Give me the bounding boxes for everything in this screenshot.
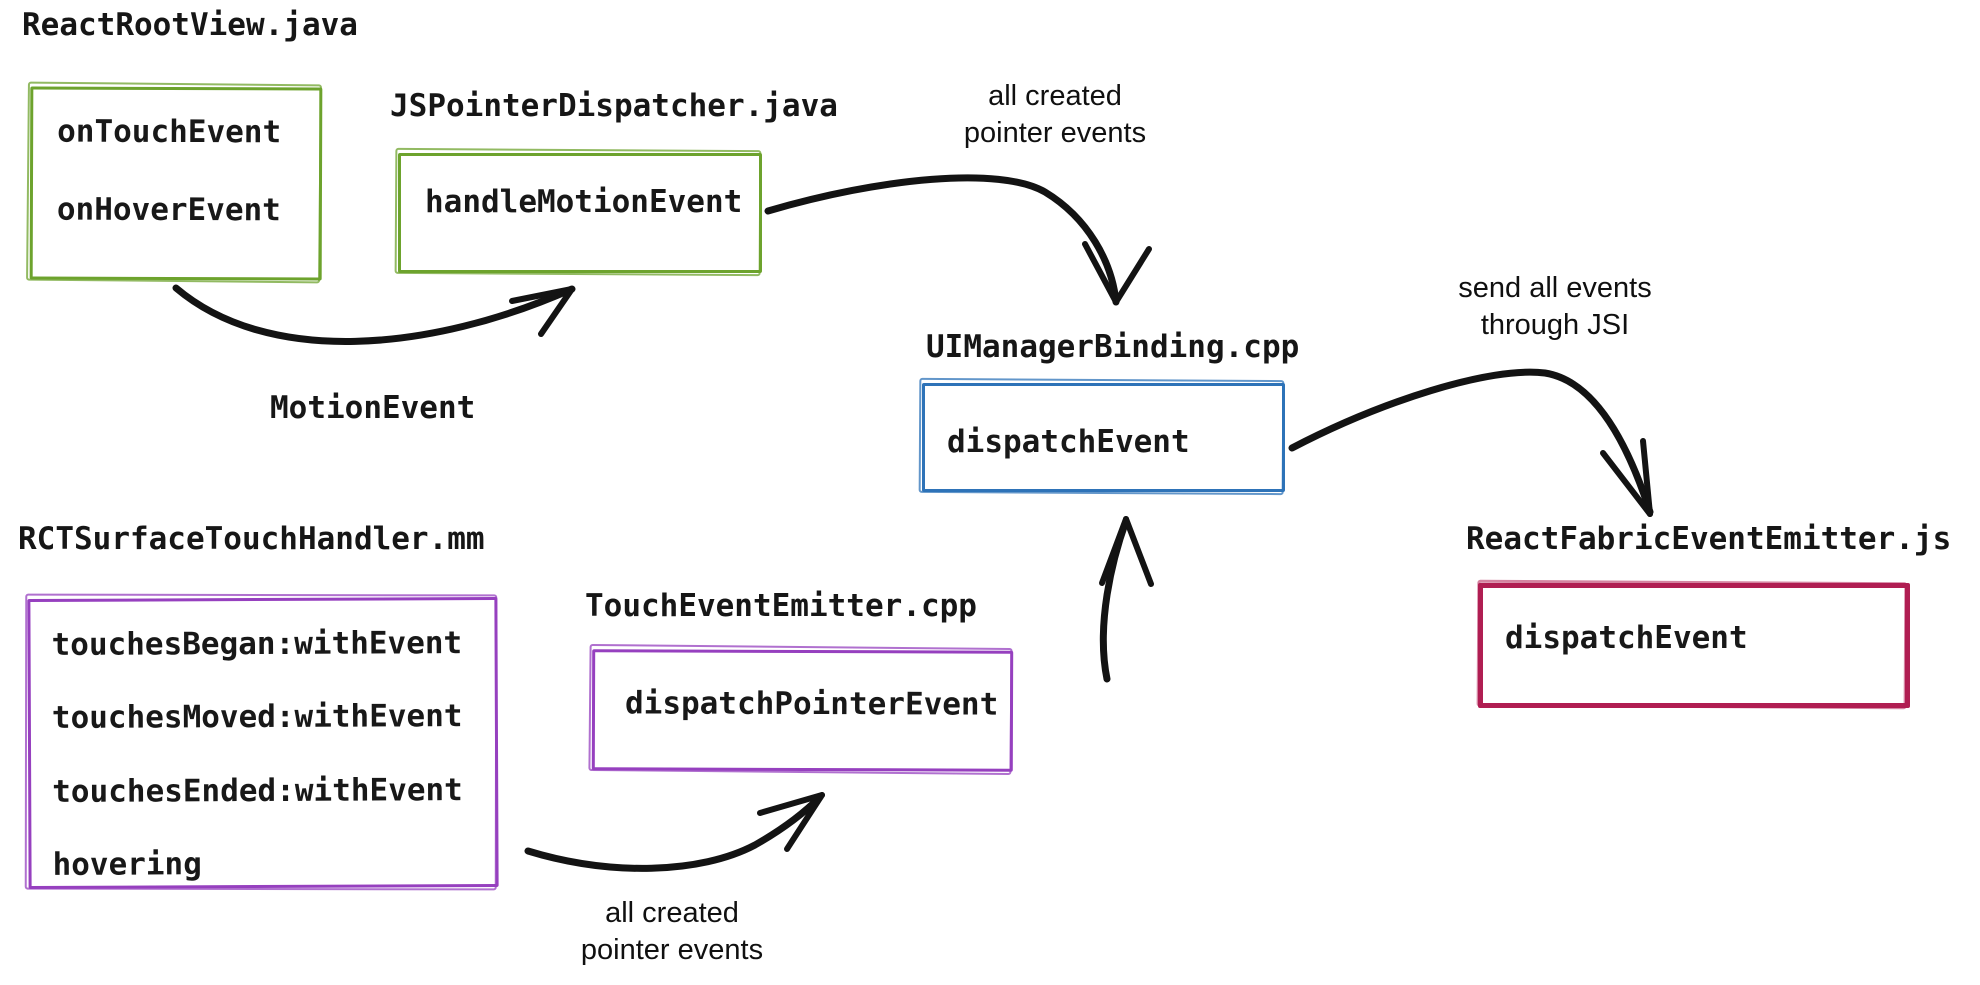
node-js-pointer-dispatcher: handleMotionEvent: [398, 153, 762, 273]
node-rct-surface-touch-handler: touchesBegan:withEvent touchesMoved:with…: [27, 596, 499, 890]
arrow-pointer-events-bottom: [524, 792, 825, 872]
title-touch-event-emitter: TouchEventEmitter.cpp: [585, 588, 977, 624]
method-on-touch-event: onTouchEvent: [57, 113, 282, 151]
method-touches-moved: touchesMoved:withEvent: [51, 698, 463, 736]
method-on-hover-event: onHoverEvent: [56, 191, 281, 229]
title-react-root-view: ReactRootView.java: [22, 7, 358, 43]
edge-label-all-created-pointer-events-bottom: all created pointer events: [580, 897, 764, 966]
node-ui-manager-binding: dispatchEvent: [922, 383, 1285, 492]
method-touches-ended: touchesEnded:withEvent: [52, 772, 463, 810]
title-ui-manager-binding: UIManagerBinding.cpp: [926, 329, 1300, 365]
node-touch-event-emitter: dispatchPointerEvent: [591, 649, 1014, 772]
edge-label-all-created-pointer-events-top: all created pointer events: [963, 80, 1147, 149]
method-dispatch-event-cpp: dispatchEvent: [947, 424, 1190, 460]
method-dispatch-event-js: dispatchEvent: [1505, 620, 1748, 656]
arrow-dispatch-up: [1099, 516, 1154, 683]
method-hovering: hovering: [52, 846, 202, 883]
arrow-jsi: [1288, 368, 1654, 517]
method-dispatch-pointer-event: dispatchPointerEvent: [624, 685, 999, 723]
method-handle-motion-event: handleMotionEvent: [425, 184, 743, 220]
node-react-fabric-event-emitter: dispatchEvent: [1478, 583, 1910, 708]
arrow-pointer-events-top: [764, 174, 1152, 306]
arrow-motion-event: [172, 284, 576, 345]
title-rct-surface-touch-handler: RCTSurfaceTouchHandler.mm: [18, 521, 485, 557]
node-react-root-view: onTouchEvent onHoverEvent: [29, 86, 323, 281]
edge-label-motion-event: MotionEvent: [270, 390, 476, 426]
title-react-fabric-event-emitter: ReactFabricEventEmitter.js: [1466, 521, 1952, 557]
title-js-pointer-dispatcher: JSPointerDispatcher.java: [390, 88, 838, 124]
method-touches-began: touchesBegan:withEvent: [51, 625, 463, 663]
edge-label-send-all-events-through-jsi: send all events through JSI: [1458, 272, 1652, 341]
